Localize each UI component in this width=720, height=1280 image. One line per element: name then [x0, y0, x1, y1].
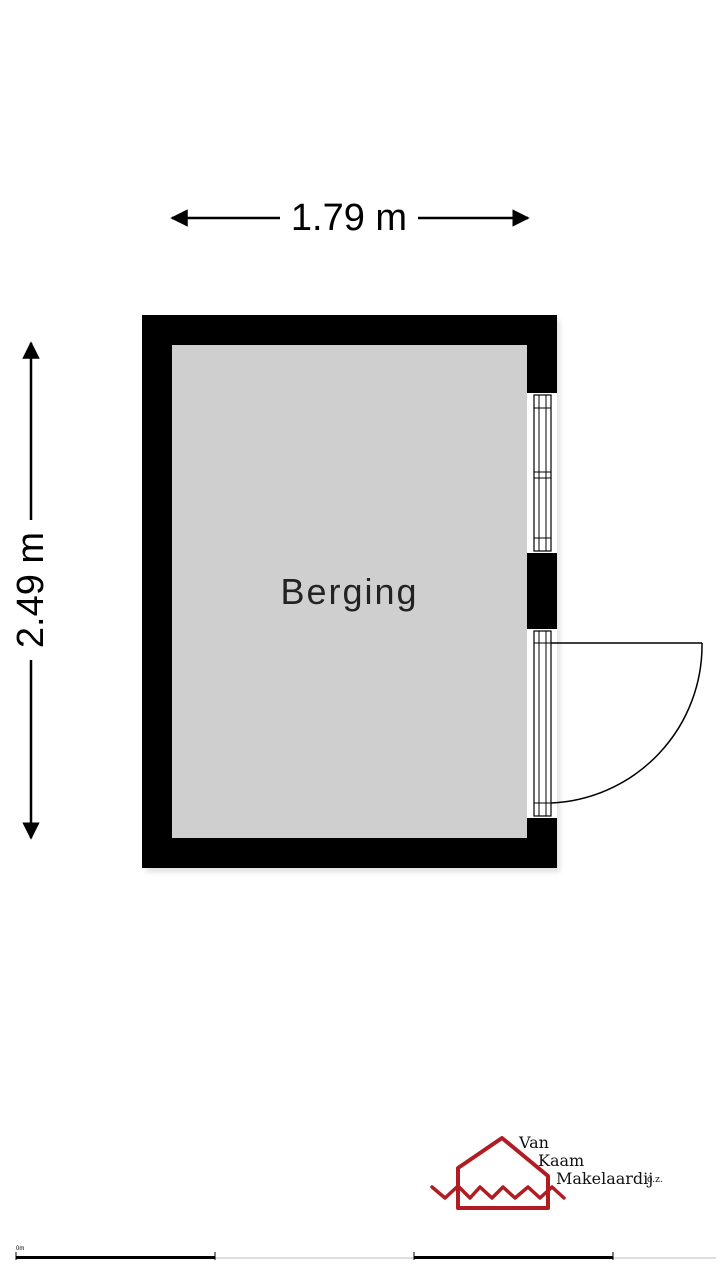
scale-bar — [15, 1252, 716, 1260]
logo-line-van: Van — [519, 1133, 549, 1152]
width-label: 1.79 m — [290, 197, 408, 239]
room-walls — [142, 315, 557, 868]
scale-start-label: 0m — [16, 1246, 25, 1252]
logo-line-kaam: Kaam — [538, 1151, 585, 1170]
room-label: Berging — [280, 571, 419, 612]
height-label: 2.49 m — [10, 531, 52, 649]
logo-mark — [430, 1136, 566, 1210]
window — [527, 393, 557, 553]
logo-line-makelaardij: Makelaardij — [556, 1169, 654, 1188]
door — [527, 629, 703, 818]
room-floor — [172, 345, 527, 838]
logo-suffix: o.z. — [647, 1175, 663, 1185]
